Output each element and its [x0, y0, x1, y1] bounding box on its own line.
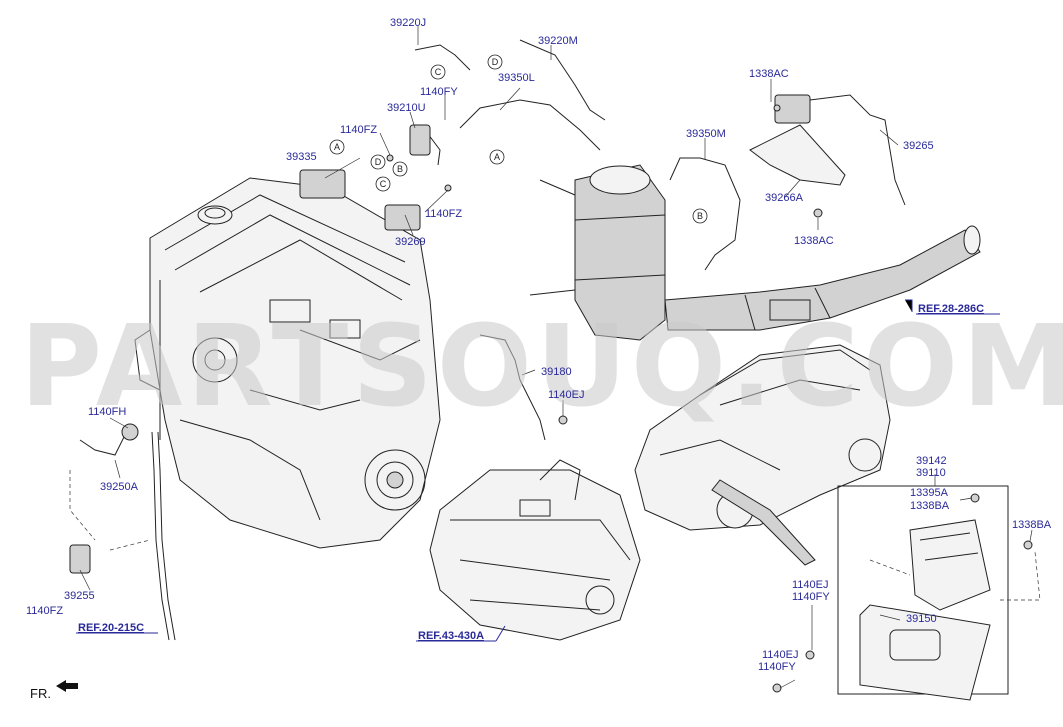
part-label[interactable]: 1140FY [758, 661, 796, 673]
part-label[interactable]: 39350M [686, 128, 726, 140]
front-direction-indicator: FR. [30, 680, 78, 701]
part-label[interactable]: 1338BA [1012, 519, 1052, 531]
connector-key-b: B [397, 164, 403, 174]
connector-key-b: B [697, 211, 703, 221]
part-label[interactable]: 39220J [390, 17, 426, 29]
part-label[interactable]: 1140FH [88, 406, 126, 418]
connector-key-c: C [435, 67, 442, 77]
part-label[interactable]: 1140EJ [762, 649, 799, 661]
small-components [69, 104, 1033, 693]
reference-links: REF.28-286C REF.20-215C REF.43-430A [76, 299, 1000, 642]
part-label[interactable]: 1140FZ [26, 605, 63, 617]
part-label[interactable]: 39180 [541, 366, 572, 378]
part-label[interactable]: 1140FY [792, 591, 830, 603]
reference-link[interactable]: REF.43-430A [418, 630, 484, 642]
sensor-bracket [749, 94, 906, 206]
part-label[interactable]: 39269 [395, 236, 426, 248]
part-label[interactable]: 1140FY [420, 86, 458, 98]
connector-key-c: C [380, 179, 387, 189]
catalytic-converter [529, 164, 666, 341]
part-label[interactable]: 1338AC [749, 68, 789, 80]
part-label[interactable]: 39210U [387, 102, 426, 114]
connector-key-a: A [494, 152, 500, 162]
connector-keys: C D A D A B C B [329, 54, 708, 224]
dipstick-tube [151, 431, 176, 641]
part-label[interactable]: 39150 [906, 613, 937, 625]
part-label[interactable]: 1140EJ [548, 389, 585, 401]
part-label[interactable]: 39110 [916, 467, 946, 479]
part-label[interactable]: 1140EJ [792, 579, 829, 591]
connector-key-d: D [492, 57, 499, 67]
watermark: PARTSOUQ.COM [20, 302, 1063, 432]
ecu-assembly [837, 485, 1009, 701]
part-label[interactable]: 39255 [64, 590, 95, 602]
connector-key-a: A [334, 142, 340, 152]
part-labels: 39220J 39220M 39350L 1140FY 39210U 1140F… [26, 17, 1052, 673]
reference-link[interactable]: REF.20-215C [78, 622, 144, 634]
part-label[interactable]: 39265 [903, 140, 934, 152]
connector-key-d: D [375, 157, 382, 167]
engine-block [134, 177, 441, 549]
part-label[interactable]: 39142 [916, 455, 947, 467]
part-label[interactable]: 39266A [765, 192, 804, 204]
part-label[interactable]: 39220M [538, 35, 578, 47]
reference-link[interactable]: REF.28-286C [918, 303, 984, 315]
part-label[interactable]: 39350L [498, 72, 535, 84]
part-label[interactable]: 1140FZ [425, 208, 462, 220]
transmission [429, 459, 641, 641]
part-label[interactable]: 1338BA [910, 500, 950, 512]
part-label[interactable]: 1140FZ [340, 124, 377, 136]
front-arrow-icon [56, 680, 78, 692]
exhaust-pipe [664, 225, 981, 331]
leader-lines [69, 26, 1041, 689]
part-label[interactable]: 39335 [286, 151, 317, 163]
front-label: FR. [30, 686, 51, 701]
part-label[interactable]: 1338AC [794, 235, 834, 247]
part-label[interactable]: 13395A [910, 487, 949, 499]
part-label[interactable]: 39250A [100, 481, 139, 493]
vehicle-outline [634, 344, 891, 566]
